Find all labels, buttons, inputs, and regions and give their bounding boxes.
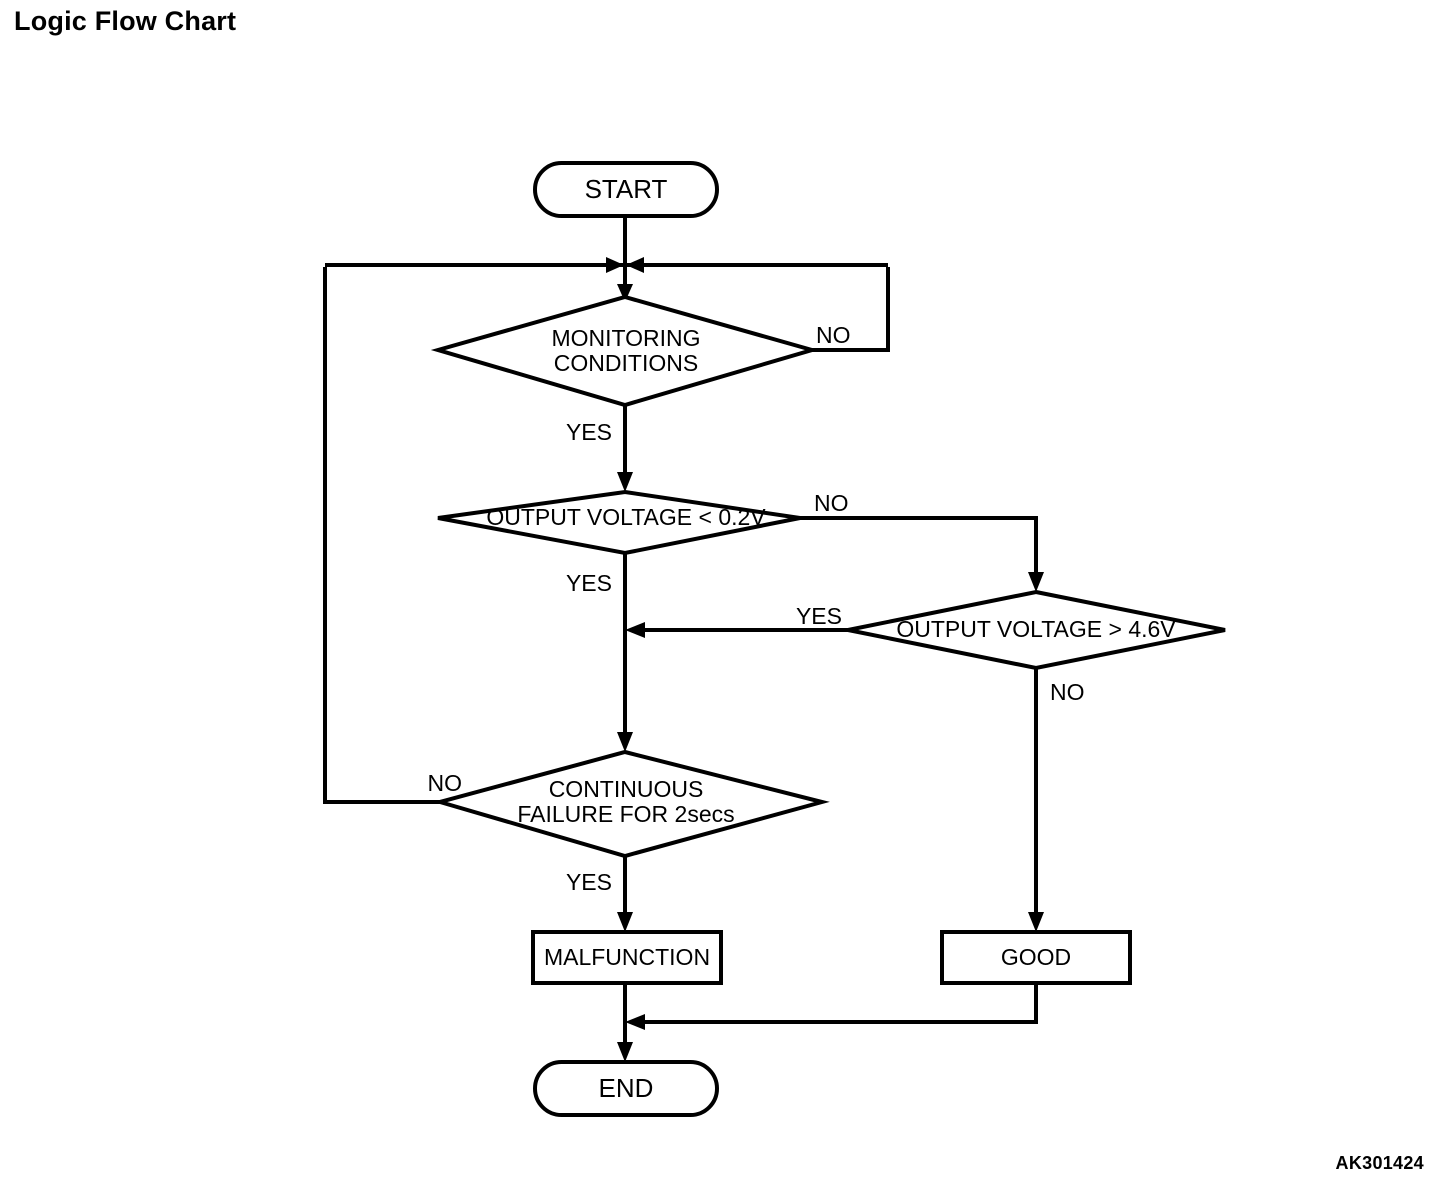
node-continuous-label-line1: CONTINUOUS	[549, 776, 704, 802]
node-output-voltage-low-label: OUTPUT VOLTAGE < 0.2V	[486, 504, 766, 530]
edge-label-continuous-no: NO	[428, 770, 463, 796]
node-end[interactable]: END	[533, 1060, 719, 1117]
node-end-label: END	[599, 1073, 654, 1103]
node-start-label: START	[585, 174, 668, 204]
node-monitoring-label-line1: MONITORING	[551, 325, 700, 351]
edge-monitoring-yes	[617, 405, 633, 492]
node-malfunction-label: MALFUNCTION	[544, 944, 710, 970]
reference-code: AK301424	[1335, 1153, 1424, 1173]
node-monitoring-conditions[interactable]: MONITORING CONDITIONS	[430, 294, 820, 408]
node-output-voltage-high-label: OUTPUT VOLTAGE > 4.6V	[896, 616, 1176, 642]
edge-voltage-high-no	[1028, 668, 1044, 932]
edge-label-monitoring-no: NO	[816, 322, 851, 348]
edge-voltage-high-yes	[625, 622, 848, 638]
node-start[interactable]: START	[533, 161, 719, 218]
edge-label-voltage-low-yes: YES	[566, 570, 612, 596]
edge-voltage-low-yes	[617, 553, 633, 752]
node-output-voltage-low[interactable]: OUTPUT VOLTAGE < 0.2V	[437, 489, 801, 556]
node-monitoring-label-line2: CONDITIONS	[554, 350, 698, 376]
edge-monitoring-no	[812, 267, 890, 352]
edge-continuous-yes	[617, 856, 633, 932]
node-good-label: GOOD	[1001, 944, 1071, 970]
node-output-voltage-high[interactable]: OUTPUT VOLTAGE > 4.6V	[847, 589, 1226, 671]
edge-malfunction-to-end	[617, 983, 633, 1062]
page-title: Logic Flow Chart	[14, 6, 237, 36]
node-good[interactable]: GOOD	[940, 930, 1132, 985]
edge-label-voltage-high-no: NO	[1050, 679, 1085, 705]
edge-label-monitoring-yes: YES	[566, 419, 612, 445]
edge-start-to-monitoring	[617, 216, 633, 302]
edge-label-continuous-yes: YES	[566, 869, 612, 895]
edge-good-to-end	[625, 983, 1038, 1030]
node-malfunction[interactable]: MALFUNCTION	[531, 930, 723, 985]
edge-voltage-low-no	[800, 516, 1044, 592]
node-continuous-label-line2: FAILURE FOR 2secs	[517, 801, 734, 827]
edge-label-voltage-high-yes: YES	[796, 603, 842, 629]
edge-label-voltage-low-no: NO	[814, 490, 849, 516]
edge-continuous-no	[323, 267, 440, 804]
loop-return-rail	[325, 257, 888, 273]
node-continuous-failure[interactable]: CONTINUOUS FAILURE FOR 2secs	[432, 749, 830, 859]
